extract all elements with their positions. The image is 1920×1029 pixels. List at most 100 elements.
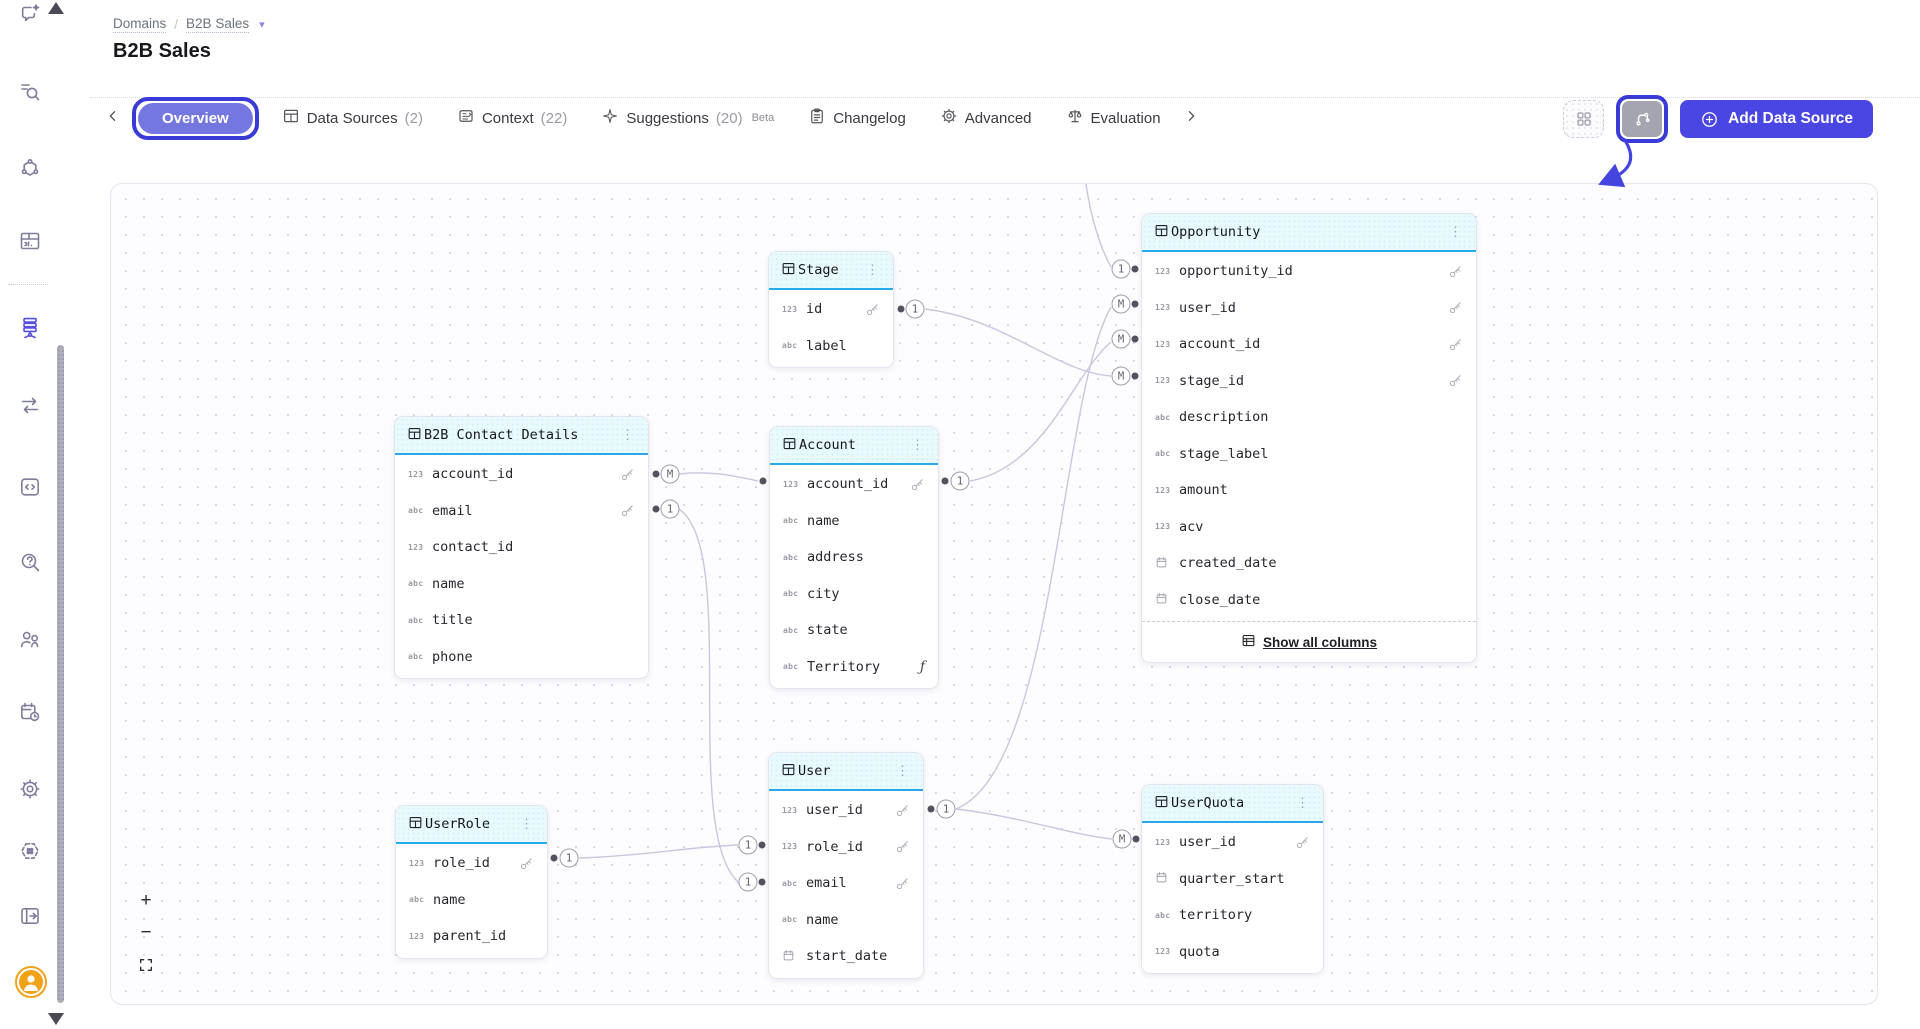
grid-view-button[interactable] (1563, 100, 1605, 138)
connector-dot (758, 878, 766, 886)
sidebar-item-hexagon-dots[interactable] (17, 840, 43, 866)
column-row-close_date[interactable]: close_date (1142, 582, 1476, 619)
tab-advanced[interactable]: Advanced (940, 107, 1032, 130)
tab-suggestions[interactable]: Suggestions(20)Beta (601, 107, 774, 130)
sidebar-item-swap-arrows[interactable] (17, 395, 43, 421)
sidebar-item-help-search[interactable] (17, 551, 43, 577)
column-name: acv (1179, 518, 1204, 535)
tab-overview[interactable]: Overview (138, 102, 253, 134)
entity-header[interactable]: B2B Contact Details⋮ (395, 417, 648, 455)
sidebar-item-code-box[interactable] (17, 476, 43, 502)
kebab-menu-icon[interactable]: ⋮ (866, 262, 879, 278)
show-all-columns-link[interactable]: Show all columns (1142, 621, 1476, 662)
vertical-scrollbar[interactable] (57, 345, 64, 1003)
tab-data-sources[interactable]: Data Sources(2) (282, 107, 423, 130)
sidebar-item-dashboard[interactable] (17, 230, 43, 256)
sidebar-item-calendar-clock[interactable] (17, 701, 43, 727)
kebab-menu-icon[interactable]: ⋮ (911, 437, 924, 453)
tab-label: Advanced (964, 109, 1032, 127)
sidebar-item-chat-spark[interactable] (17, 3, 43, 29)
tabs-scroll-left-button[interactable] (100, 108, 126, 129)
user-avatar[interactable] (15, 966, 47, 998)
kebab-menu-icon[interactable]: ⋮ (1296, 795, 1309, 811)
breadcrumb-domains-link[interactable]: Domains (113, 16, 167, 33)
column-row-start_date[interactable]: start_date (769, 938, 923, 975)
entity-header[interactable]: User⋮ (769, 753, 923, 791)
page-title: B2B Sales (113, 40, 211, 62)
sidebar-item-search-lines[interactable] (17, 81, 43, 107)
kebab-menu-icon[interactable]: ⋮ (621, 427, 634, 443)
entity-header[interactable]: UserRole⋮ (396, 806, 547, 844)
column-row-quarter_start[interactable]: quarter_start (1142, 861, 1323, 898)
kebab-menu-icon[interactable]: ⋮ (896, 763, 909, 779)
breadcrumb-current-link[interactable]: B2B Sales (186, 16, 250, 33)
zoom-in-button[interactable]: + (135, 890, 157, 912)
scroll-up-arrow-icon[interactable] (48, 2, 64, 14)
tabs-scroll-right-button[interactable] (1178, 108, 1204, 129)
schema-view-button[interactable] (1622, 101, 1663, 137)
scroll-down-arrow-icon[interactable] (48, 1013, 64, 1025)
entity-header[interactable]: Opportunity⋮ (1142, 214, 1476, 252)
zoom-out-button[interactable]: − (135, 922, 157, 944)
fullscreen-button[interactable] (135, 954, 157, 976)
entity-header[interactable]: Stage⋮ (769, 252, 893, 290)
entity-header[interactable]: Account⋮ (770, 427, 938, 465)
chevron-left-icon (105, 108, 121, 129)
add-data-source-button[interactable]: Add Data Source (1680, 100, 1873, 138)
sidebar-item-users[interactable] (17, 628, 43, 654)
chevron-down-icon[interactable]: ▾ (259, 19, 265, 31)
sidebar-item-database[interactable] (17, 316, 43, 342)
sidebar-item-hexagon-nodes[interactable] (17, 158, 43, 184)
kebab-menu-icon[interactable]: ⋮ (520, 816, 533, 832)
column-row-created_date[interactable]: created_date (1142, 545, 1476, 582)
entity-header[interactable]: UserQuota⋮ (1142, 785, 1323, 823)
tab-evaluation[interactable]: Evaluation (1066, 107, 1161, 130)
kebab-menu-icon[interactable]: ⋮ (1449, 224, 1462, 240)
tab-changelog[interactable]: Changelog (808, 107, 906, 130)
tab-context[interactable]: Context(22) (457, 107, 567, 130)
sidebar-item-logout[interactable] (17, 905, 43, 931)
sidebar-item-gear[interactable] (17, 778, 43, 804)
